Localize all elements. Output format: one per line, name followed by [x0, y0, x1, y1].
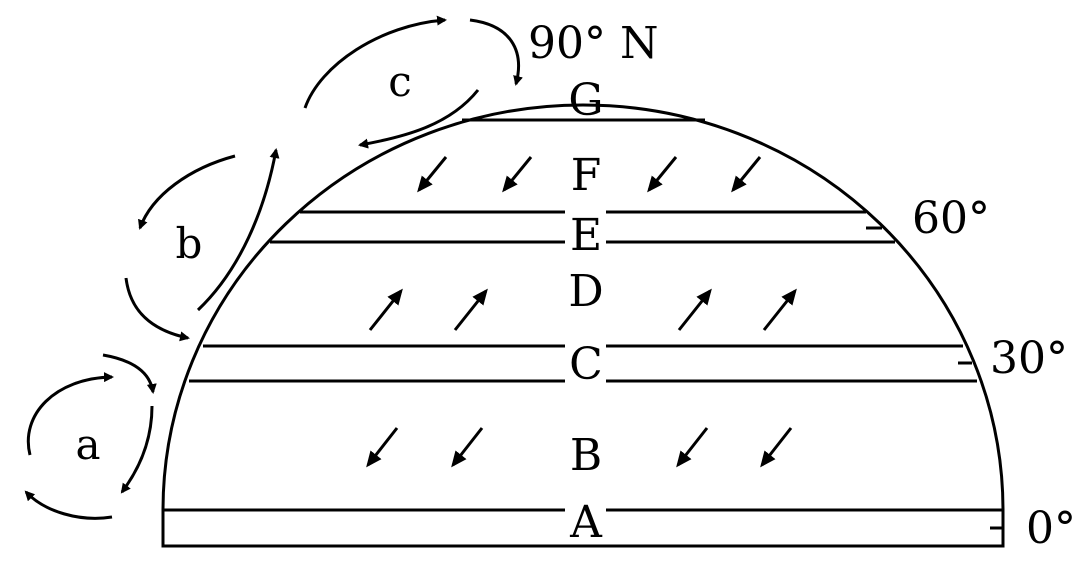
wind-arrow-b1 [366, 427, 399, 468]
cell-label-b: b [176, 219, 203, 268]
zone-label-c: C [569, 339, 603, 390]
cell-a-arrow-top [26, 372, 114, 456]
wind-arrow-b4 [760, 427, 793, 468]
latitude-label-0: 0° [1026, 503, 1076, 554]
zone-label-d: D [568, 266, 603, 317]
wind-arrows-zone-b [366, 427, 793, 468]
hemisphere-outline [161, 103, 1005, 548]
latitude-label-60: 60° [912, 193, 990, 244]
circulation-cell-b [124, 148, 280, 342]
wind-arrows-zone-f [417, 156, 762, 193]
cell-c-arrow-bottom [358, 89, 480, 149]
zone-label-b: B [570, 430, 602, 481]
wind-arrow-b2 [451, 427, 484, 468]
zone-label-a-equator: A [569, 497, 603, 548]
cell-label-a: a [75, 420, 100, 469]
wind-arrow-f1 [417, 156, 448, 193]
wind-arrows-zone-d [368, 288, 797, 331]
cell-b-arrow-bottom [124, 277, 190, 342]
cell-a-arrow-right [102, 353, 157, 394]
pole-label: 90° N [528, 18, 658, 69]
latitude-label-30: 30° [990, 333, 1068, 384]
cell-a-arrow-bottom [24, 490, 113, 520]
zone-label-g: G [568, 75, 603, 126]
zone-label-f: F [571, 150, 602, 201]
wind-arrow-d4 [762, 288, 797, 331]
cell-b-arrow-top [138, 154, 236, 230]
circulation-cell-a [24, 353, 157, 520]
cell-c-arrow-top [469, 18, 523, 86]
cell-a-arrow-right-down [120, 405, 154, 494]
wind-arrow-d3 [677, 288, 712, 331]
cell-b-arrow-rising [196, 148, 280, 312]
wind-arrow-d2 [453, 288, 488, 331]
cell-c-arrow-left [303, 15, 447, 109]
cell-label-c: c [388, 57, 412, 106]
wind-arrow-b3 [676, 427, 709, 468]
wind-arrow-d1 [368, 288, 403, 331]
circulation-cell-c [303, 15, 523, 149]
zone-label-e: E [570, 210, 602, 261]
wind-arrow-f4 [731, 156, 762, 193]
wind-arrow-f3 [647, 156, 678, 193]
wind-arrow-f2 [502, 156, 533, 193]
